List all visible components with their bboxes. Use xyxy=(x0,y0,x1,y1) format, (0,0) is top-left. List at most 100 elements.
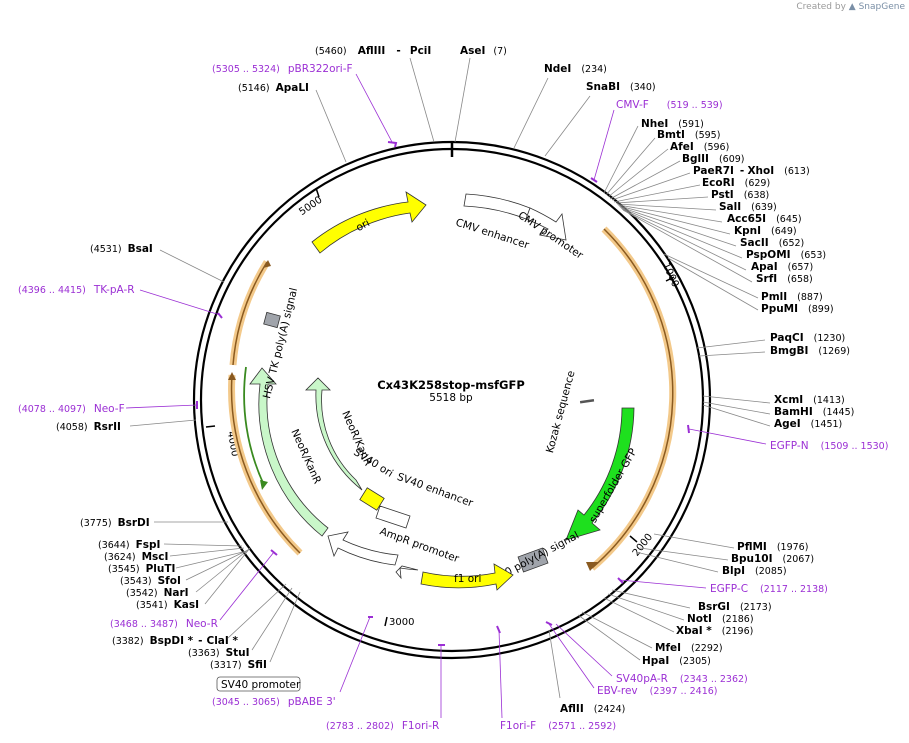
enzyme-blpI: BlpI(2085) xyxy=(722,565,787,577)
neo-inner-orf-arc xyxy=(243,366,265,486)
enzyme-mfeI: MfeI(2292) xyxy=(655,642,723,654)
enzyme-rsrII: (4058)RsrII xyxy=(56,421,121,433)
enzyme-bsaI: (4531)BsaI xyxy=(90,243,153,255)
enzyme-bspDI: (3382)BspDI *-ClaI * xyxy=(112,635,238,647)
kozak-label: Kozak sequence xyxy=(544,369,578,454)
enzyme-kpnI: KpnI(649) xyxy=(734,225,797,237)
enzyme-notI: NotI(2186) xyxy=(687,613,754,625)
plasmid-name: Cx43K258stop-msfGFP xyxy=(377,378,525,392)
enzyme-stuI: (3363)StuI xyxy=(188,647,250,659)
primer-sv40pa-r: SV40pA-R(2343 .. 2362) xyxy=(616,673,748,685)
enzyme-pmlI: PmlI(887) xyxy=(761,291,823,303)
enzyme-aflII: AflII(2424) xyxy=(560,703,625,715)
enzyme-pluTI: (3545)PluTI xyxy=(108,563,175,575)
ampr-promoter-feature xyxy=(327,531,399,566)
gfp-orf-arc xyxy=(591,228,674,569)
sv40-enhancer-label: SV40 enhancer xyxy=(395,471,475,510)
enzyme-salI: SalI(639) xyxy=(719,201,777,213)
enzyme-paqCI: PaqCI(1230) xyxy=(770,332,845,344)
neokan-inner-feature xyxy=(305,377,363,491)
primer-neo-f: (4078 .. 4097)Neo-F xyxy=(18,403,125,415)
gfp-orf-arrow xyxy=(586,562,598,571)
enzyme-apaLI: (5146)ApaLI xyxy=(238,82,309,94)
enzyme-apaI: ApaI(657) xyxy=(751,261,813,273)
gfp-feature xyxy=(565,407,635,541)
primer-f1ori-r: (2783 .. 2802)F1ori-R xyxy=(326,720,439,732)
enzyme-aflIII: (5460) AflIII - PciI xyxy=(315,39,431,58)
enzyme-ndeI: NdeI(234) xyxy=(544,63,607,75)
gfp-label: superfolder GFP xyxy=(587,446,639,525)
enzyme-labels: (5460) AflIII - PciI AseI(7) NdeI(234) S… xyxy=(56,39,854,715)
enzyme-pflMI: PflMI(1976) xyxy=(737,541,808,553)
primer-egfp-c: EGFP-C(2117 .. 2138) xyxy=(710,583,828,595)
tk-orf-arc xyxy=(232,261,268,366)
enzyme-snaBI: SnaBI(340) xyxy=(586,81,656,93)
enzyme-xbaI: XbaI *(2196) xyxy=(676,625,753,637)
enzyme-kasI: (3541)KasI xyxy=(136,599,199,611)
enzyme-bmtI: BmtI(595) xyxy=(657,129,720,141)
enzyme-bamHI: BamHI(1445) xyxy=(774,406,854,418)
primer-cmv-f: CMV-F(519 .. 539) xyxy=(616,99,723,111)
sv40-ori-feature xyxy=(359,487,385,511)
primer-labels: (5305 .. 5324)pBR322ori-F CMV-F(519 .. 5… xyxy=(18,63,888,732)
cmv-promoter-feature xyxy=(525,207,567,241)
primer-leaders xyxy=(125,73,767,719)
neokan-outer-label: NeoR/KanR xyxy=(288,427,323,485)
tick-2000: 2000 xyxy=(631,532,655,559)
enzyme-ecoRI: EcoRI(629) xyxy=(702,177,770,189)
neo-orf-arc xyxy=(230,374,301,554)
kozak-feature xyxy=(579,399,595,404)
enzyme-ageI: AgeI(1451) xyxy=(774,418,842,430)
neo-orf-arrow xyxy=(228,372,236,380)
enzyme-bglII: BglII(609) xyxy=(682,153,744,165)
tick-3000: 3000 xyxy=(389,617,414,628)
hsv-tk-polya-feature xyxy=(263,311,281,329)
enzyme-aseI: AseI(7) xyxy=(460,45,507,57)
enzyme-sfiI: (3317)SfiI xyxy=(210,659,267,671)
enzyme-nheI: NheI(591) xyxy=(641,118,704,130)
ori-label: ori xyxy=(354,217,372,234)
plasmid-length: 5518 bp xyxy=(429,392,473,404)
sv40-polya-feature xyxy=(517,547,549,573)
tk-orf-outline xyxy=(229,260,270,366)
enzyme-afeI: AfeI(596) xyxy=(670,141,729,153)
primer-egfp-n: EGFP-N(1509 .. 1530) xyxy=(770,440,888,452)
enzyme-bsrGI: BsrGI(2173) xyxy=(698,601,772,613)
cmv-promoter-label: CMV promoter xyxy=(516,209,586,262)
watermark-brand: SnapGene xyxy=(858,2,905,12)
sv40-promoter-box xyxy=(216,676,301,692)
enzyme-pstI: PstI(638) xyxy=(711,189,769,201)
enzyme-acc65I: Acc65I(645) xyxy=(727,213,802,225)
primer-ebv-rev: EBV-rev(2397 .. 2416) xyxy=(597,685,718,697)
enzyme-fspI: (3644)FspI xyxy=(98,539,160,551)
neokan-outer-feature xyxy=(249,367,329,537)
ori-feature xyxy=(311,191,427,254)
hsv-tk-polya-label: HSV TK poly(A) signal xyxy=(261,287,300,400)
enzyme-sacII: SacII(652) xyxy=(740,237,804,249)
enzyme-sfoI: (3543)SfoI xyxy=(120,575,181,587)
enzyme-xcmI: XcmI(1413) xyxy=(774,394,845,406)
primer-pbr322ori-f: (5305 .. 5324)pBR322ori-F xyxy=(212,63,353,75)
sv40-enhancer-feature xyxy=(375,505,411,529)
enzyme-ppuMI: PpuMI(899) xyxy=(761,303,834,315)
ampr-promoter-small-feature xyxy=(395,565,419,580)
enzyme-hpaI: HpaI(2305) xyxy=(642,655,711,667)
enzyme-paeR7I: PaeR7I-XhoI(613) xyxy=(693,165,810,177)
enzyme-pspOMI: PspOMI(653) xyxy=(746,249,826,261)
gfp-orf-outline xyxy=(589,226,677,571)
primer-f1ori-f: F1ori-F(2571 .. 2592) xyxy=(500,720,616,732)
neo-inner-orf-arrow xyxy=(260,480,268,490)
enzyme-mscI: (3624)MscI xyxy=(104,551,168,563)
enzyme-srfI: SrfI(658) xyxy=(756,273,813,285)
watermark-prefix: Created by xyxy=(796,2,846,12)
position-ticks: 5000 1000 2000 3000 4000 xyxy=(205,187,681,628)
snapgene-logo-icon: ▲ xyxy=(848,2,856,12)
f1-ori-label: f1 ori xyxy=(454,573,481,585)
sv40-promoter-label: SV40 promoter xyxy=(221,679,301,691)
snapgene-watermark: Created by ▲ SnapGene xyxy=(796,2,905,12)
enzyme-narI: (3542)NarI xyxy=(126,587,189,599)
primer-neo-r: (3468 .. 3487)Neo-R xyxy=(110,618,218,630)
primer-pbabe3: (3045 .. 3065)pBABE 3' xyxy=(212,696,336,708)
enzyme-leaders xyxy=(129,57,771,699)
